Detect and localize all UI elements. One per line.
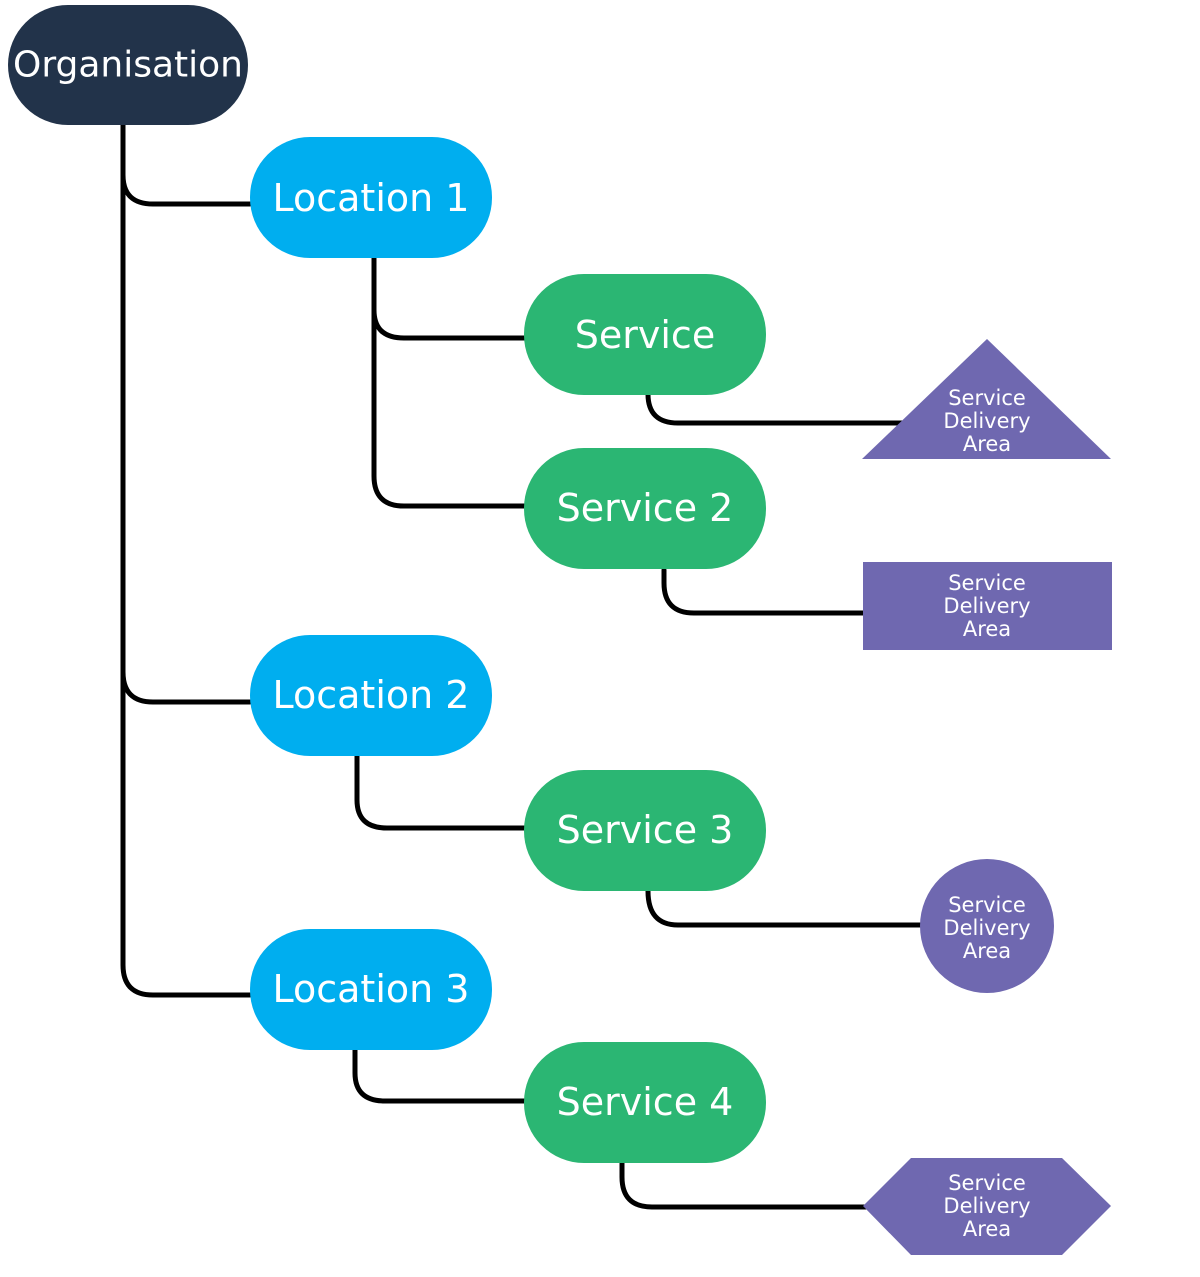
delivery-area-line-2: Delivery [943,594,1030,618]
service-pill [524,770,766,891]
service-node-1: Service [524,274,766,395]
delivery-area-line-1: Service [948,571,1026,595]
connector-org-location-2 [120,669,253,705]
service-node-3: Service 3 [524,770,766,891]
connector-service-3-delivery-area-3 [645,888,925,928]
connector-service-delivery-area-1 [645,391,908,426]
connector-service-2-delivery-area-2 [661,567,868,616]
connectors [120,121,925,1210]
delivery-area-shape [863,562,1112,650]
connector-service-4-delivery-area-4 [619,1160,869,1210]
connector-org-trunk [120,121,253,998]
organisation-pill [8,5,248,125]
delivery-area-shape [920,859,1054,993]
location-node-2: Location 2 [250,635,492,756]
service-pill [524,448,766,569]
service-pill [524,1042,766,1163]
location-label: Location 1 [273,176,470,220]
connector-location-2-service-3 [354,753,528,831]
location-node-3: Location 3 [250,929,492,1050]
delivery-area-line-2: Delivery [943,1194,1030,1218]
connector-location-3-service-4 [352,1047,528,1104]
connector-location-1-trunk [371,255,528,509]
delivery-area-line-3: Area [963,939,1011,963]
delivery-area-line-3: Area [963,432,1011,456]
delivery-area-line-2: Delivery [943,409,1030,433]
delivery-area-circle: Service Delivery Area [920,859,1054,993]
location-node-1: Location 1 [250,137,492,258]
connector-org-location-1 [120,172,253,207]
delivery-area-shape [863,1158,1111,1255]
service-label: Service 3 [557,808,734,852]
location-pill [250,137,492,258]
location-label: Location 3 [273,967,470,1011]
organisation-node: Organisation [8,5,248,125]
service-node-4: Service 4 [524,1042,766,1163]
location-label: Location 2 [273,673,470,717]
delivery-area-line-1: Service [948,386,1026,410]
organisation-label: Organisation [13,45,243,86]
delivery-area-line-1: Service [948,893,1026,917]
service-label: Service 2 [557,486,734,530]
delivery-area-rectangle: Service Delivery Area [863,562,1112,650]
location-pill [250,635,492,756]
service-pill [524,274,766,395]
delivery-area-shape [862,339,1111,459]
service-label: Service [575,313,715,357]
service-node-2: Service 2 [524,448,766,569]
location-pill [250,929,492,1050]
delivery-area-triangle: Service Delivery Area [862,339,1111,459]
service-label: Service 4 [557,1080,734,1124]
connector-location-1-service [371,307,528,341]
delivery-area-line-2: Delivery [943,916,1030,940]
delivery-area-line-1: Service [948,1171,1026,1195]
delivery-area-line-3: Area [963,617,1011,641]
delivery-area-hexagon: Service Delivery Area [863,1158,1111,1255]
delivery-area-line-3: Area [963,1217,1011,1241]
